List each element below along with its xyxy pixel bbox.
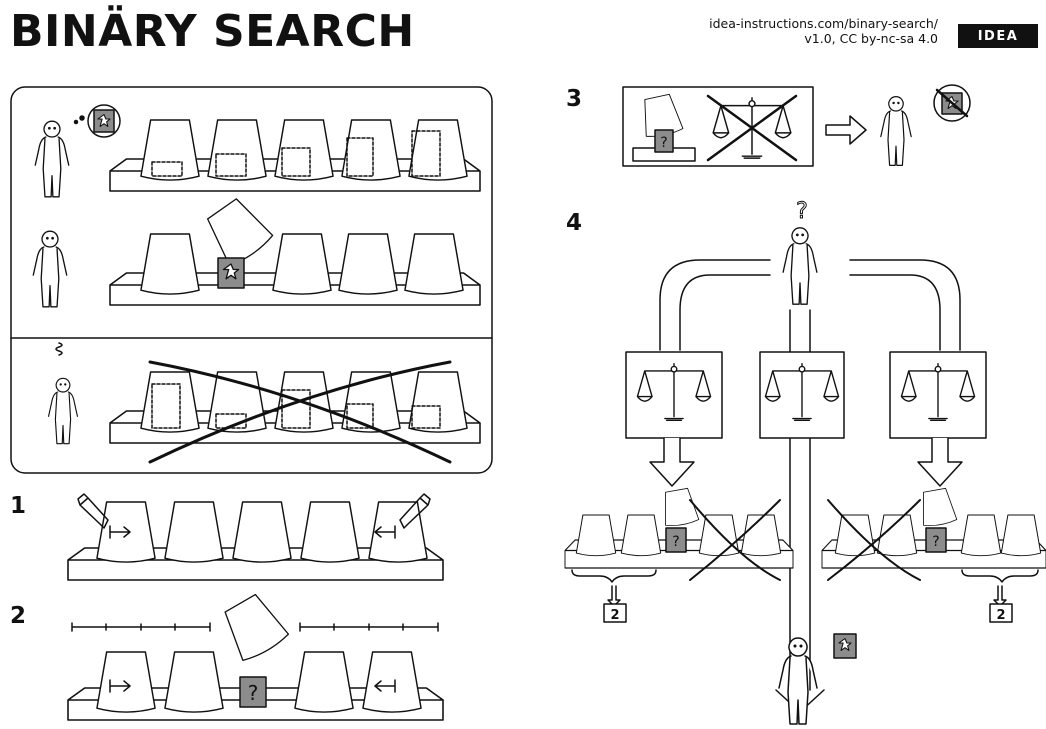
svg-text:2: 2 [610,608,619,623]
intro-panel [11,87,492,473]
svg-text:2: 2 [996,608,1005,623]
svg-text:?: ? [932,534,939,550]
svg-text:?: ? [672,534,679,550]
step-2-illustration: ? [68,590,443,720]
step-4-illustration: ? ? 2 ? [565,199,1046,724]
step-3-illustration: ? [623,85,970,166]
step-1-illustration [68,494,443,580]
question-icon: ? [248,681,259,705]
svg-text:?: ? [660,135,667,151]
svg-text:?: ? [796,199,808,224]
cup-row-1 [141,120,467,180]
